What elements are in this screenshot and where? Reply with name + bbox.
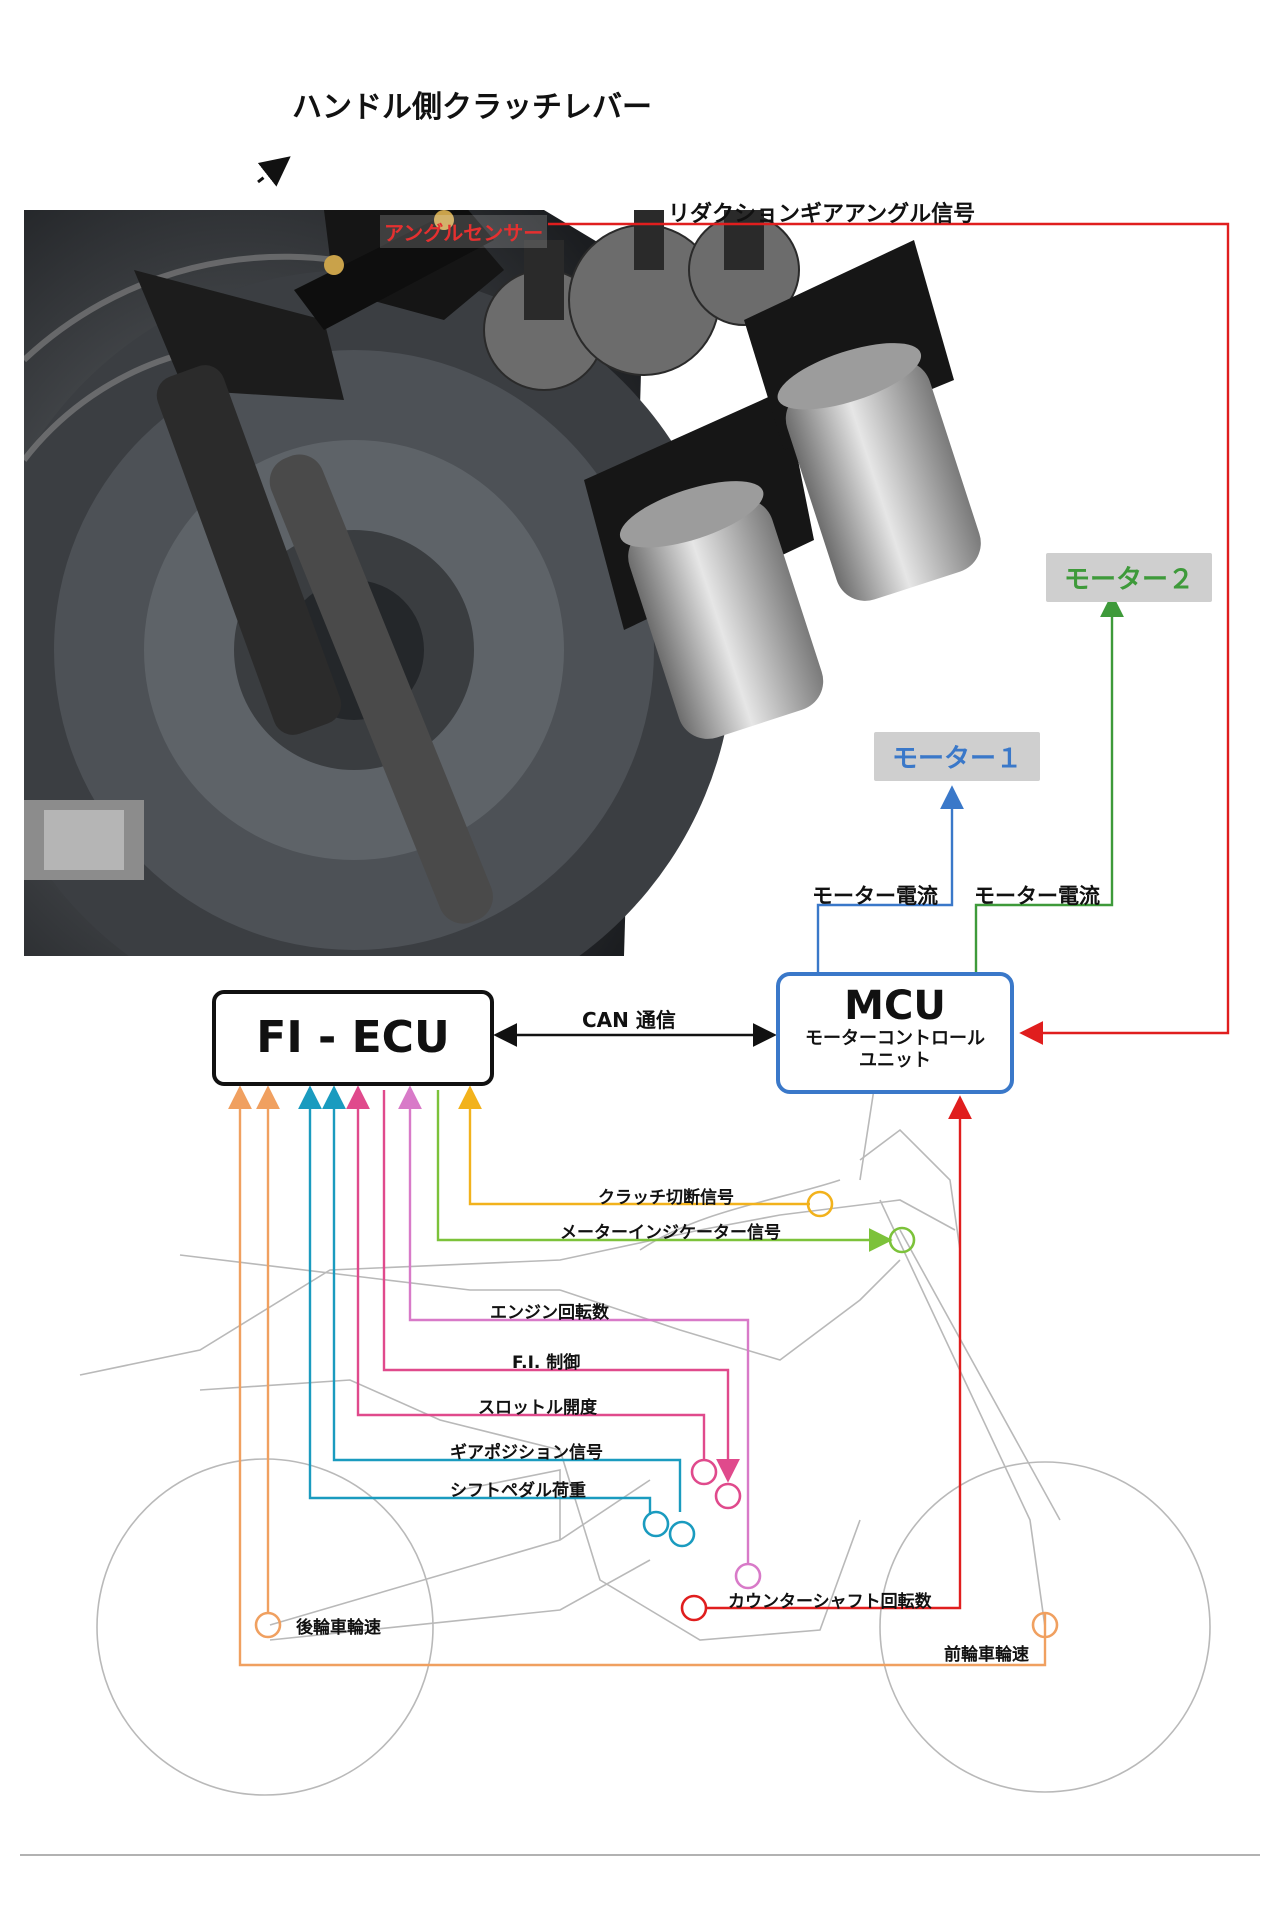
fi-ecu-title: FI - ECU: [256, 1012, 450, 1063]
rear-wheel-speed-label: 後輪車輪速: [296, 1618, 381, 1638]
gear-position-signal-label: ギアポジション信号: [450, 1443, 603, 1463]
mcu-subtitle-2: ユニット: [859, 1050, 931, 1071]
mcu-subtitle-1: モーターコントロール: [805, 1028, 985, 1049]
clutch-mechanism-illustration: [24, 210, 1024, 956]
countershaft-rpm-label: カウンターシャフト回転数: [728, 1592, 932, 1612]
mcu-box: MCU モーターコントロール ユニット: [776, 972, 1014, 1094]
shift-pedal-load-label: シフトペダル荷重: [450, 1481, 586, 1501]
reduction-gear-angle-label: リダクションギアアングル信号: [668, 202, 976, 227]
angle-sensor-label: アングルセンサー: [380, 215, 548, 248]
motor-1-label: モーター１: [874, 732, 1041, 781]
fi-control-label: F.I. 制御: [512, 1353, 581, 1373]
meter-indicator-signal-label: メーターインジケーター信号: [560, 1223, 781, 1243]
motor-current-1-label: モーター電流: [812, 884, 938, 908]
clutch-lever-label: ハンドル側クラッチレバー: [292, 90, 652, 125]
can-communication-label: CAN 通信: [582, 1008, 676, 1032]
motor-current-2-label: モーター電流: [974, 884, 1100, 908]
throttle-opening-label: スロットル開度: [478, 1398, 597, 1418]
motor-2-label: モーター２: [1046, 553, 1213, 602]
engine-rpm-label: エンジン回転数: [490, 1303, 609, 1323]
fi-ecu-box: FI - ECU: [212, 990, 494, 1086]
front-wheel-speed-label: 前輪車輪速: [944, 1645, 1029, 1665]
mcu-title: MCU: [844, 983, 946, 1029]
clutch-cut-signal-label: クラッチ切断信号: [598, 1188, 734, 1208]
